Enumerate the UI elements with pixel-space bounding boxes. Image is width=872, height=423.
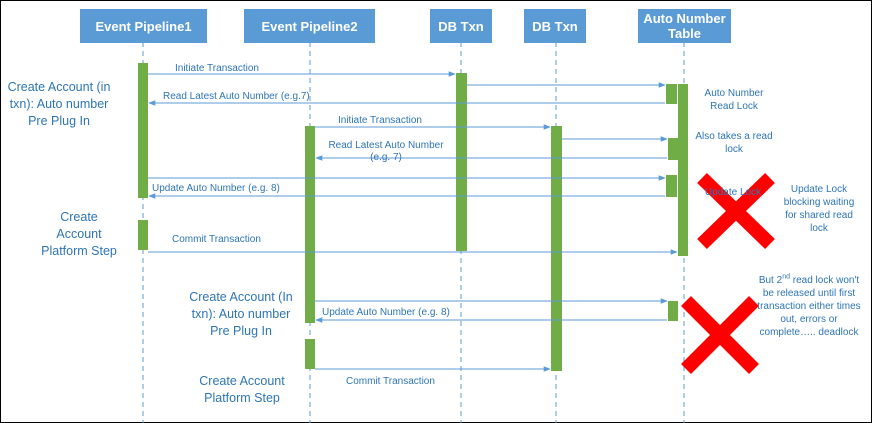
step-label-ep2-platform: Create Account Platform Step <box>199 374 285 405</box>
message-label-initiate-transaction-1: Initiate Transaction <box>175 63 259 74</box>
activation-ep1-b <box>138 220 148 250</box>
step-label-ep1-platform: Create Account Platform Step <box>41 210 117 258</box>
cross-icon <box>681 296 759 374</box>
activation-ant-read1 <box>666 84 677 104</box>
activation-db1 <box>456 73 467 251</box>
message-label-initiate-transaction-2: Initiate Transaction <box>338 115 422 126</box>
participant-event-pipeline1: Event Pipeline1 <box>80 9 207 43</box>
message-label-commit-1: Commit Transaction <box>172 234 261 245</box>
note-also-read-lock: Also takes a read lock <box>695 131 773 155</box>
note-deadlock-suffix: read lock won't be released until first … <box>757 275 861 338</box>
participant-event-pipeline2: Event Pipeline2 <box>244 9 375 43</box>
activation-ant-update <box>666 175 677 197</box>
note-deadlock: But 2nd read lock won't be released unti… <box>754 274 864 339</box>
participant-db-txn-1: DB Txn <box>430 9 492 43</box>
note-read-lock: Auto Number Read Lock <box>704 88 764 112</box>
note-deadlock-prefix: But 2 <box>758 275 783 286</box>
cross-icon <box>697 172 775 250</box>
note-update-lock-blocking: Update Lock blocking waiting for shared … <box>783 184 855 234</box>
activation-ep1-a <box>138 63 148 198</box>
activation-ant-main <box>678 84 688 256</box>
note-obscured-update-lock: Update Lock <box>704 187 762 198</box>
message-label-update-1: Update Auto Number (e.g. 8) <box>152 183 280 194</box>
participant-auto-number-table: Auto Number Table <box>638 9 731 43</box>
step-label-ep1-pre-plugin: Create Account (in txn): Auto number Pre… <box>7 80 111 128</box>
message-label-update-2: Update Auto Number (e.g. 8) <box>322 307 450 318</box>
activation-ep2-a <box>305 126 315 323</box>
step-label-ep2-pre-plugin: Create Account (In txn): Auto number Pre… <box>189 290 293 338</box>
activation-ep2-b <box>305 339 315 369</box>
message-label-read-latest-2: Read Latest Auto Number (e.g. 7) <box>328 140 444 163</box>
message-label-commit-2: Commit Transaction <box>346 376 435 387</box>
note-deadlock-superscript: nd <box>782 273 790 281</box>
message-label-read-latest-1: Read Latest Auto Number (e.g.7) <box>163 91 310 102</box>
activation-ant-update2 <box>668 301 678 321</box>
activation-db2 <box>551 126 562 371</box>
participant-db-txn-2: DB Txn <box>524 9 586 43</box>
activation-ant-read2 <box>668 138 678 160</box>
